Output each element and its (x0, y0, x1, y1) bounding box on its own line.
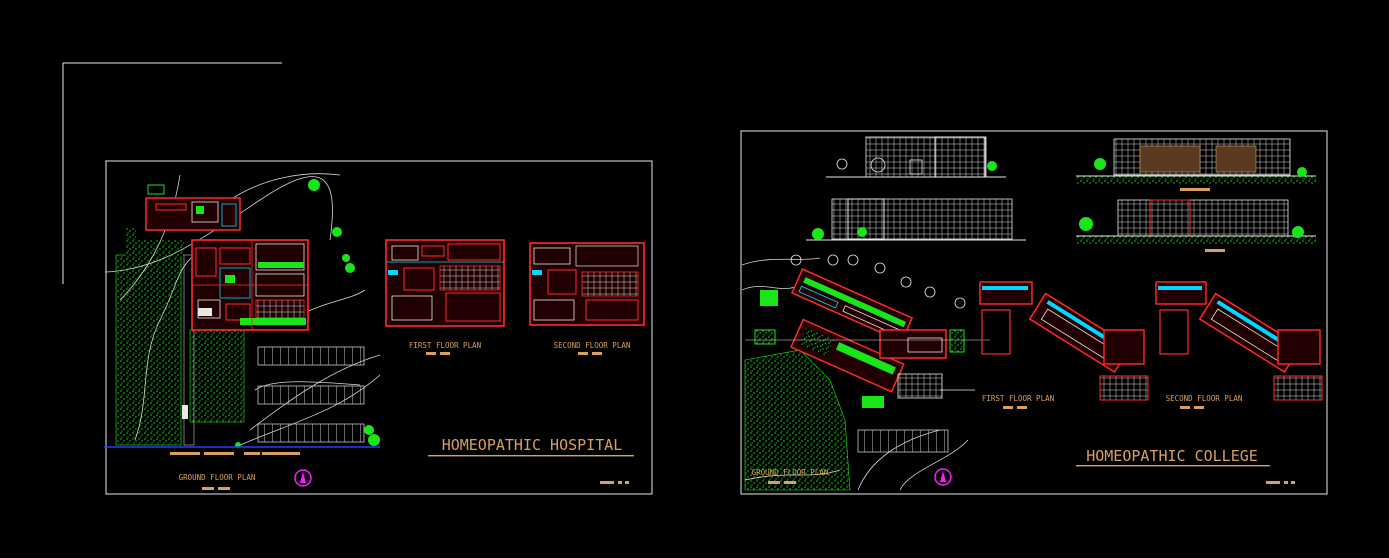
hospital-sheet-frame (105, 160, 653, 495)
hospital-title: HOMEOPATHIC HOSPITAL (442, 436, 623, 454)
college-title: HOMEOPATHIC COLLEGE (1086, 447, 1258, 465)
hospital-ground-floor-label: GROUND FLOOR PLAN (179, 473, 256, 482)
college-ground-floor-plan (745, 268, 990, 408)
college-sheet: GROUND FLOOR PLAN FIRST FLOOR PLAN SECON… (740, 130, 1328, 495)
college-first-floor-label: FIRST FLOOR PLAN (982, 394, 1054, 403)
hospital-contours (104, 173, 381, 446)
hospital-site-landscape (115, 228, 245, 446)
hospital-first-floor-plan (385, 239, 505, 327)
hospital-first-floor-label: FIRST FLOOR PLAN (409, 341, 481, 350)
college-elevations (806, 136, 1316, 252)
hospital-second-floor-plan (529, 242, 645, 326)
college-second-floor-plan (1155, 281, 1323, 401)
hospital-second-floor-label: SECOND FLOOR PLAN (554, 341, 631, 350)
college-ground-floor-label: GROUND FLOOR PLAN (752, 468, 829, 477)
hospital-ground-floor-plan (145, 197, 309, 331)
north-arrow-icon (934, 468, 952, 486)
college-grid-bubbles (790, 254, 966, 309)
corner-marker (62, 62, 282, 284)
hospital-parking (182, 346, 365, 443)
tree-icon (235, 179, 380, 448)
college-sheet-frame (740, 130, 1328, 495)
hospital-sheet: FIRST FLOOR PLAN SECOND FLOOR PLAN GROUN… (104, 160, 653, 495)
college-site-landscape (741, 257, 969, 491)
college-first-floor-plan (979, 281, 1149, 401)
college-second-floor-label: SECOND FLOOR PLAN (1166, 394, 1243, 403)
north-arrow-icon (294, 469, 312, 487)
